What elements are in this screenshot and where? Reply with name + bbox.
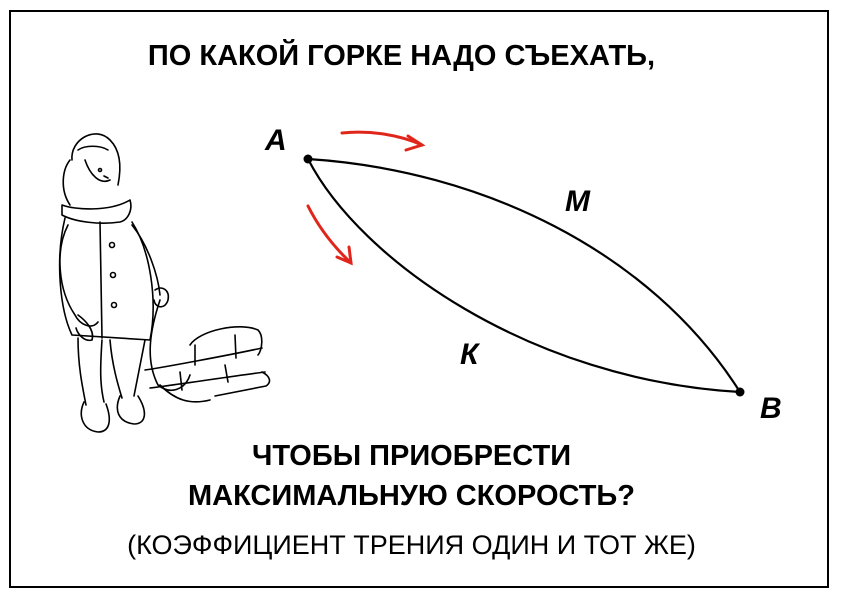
arrow-lower-icon (306, 204, 353, 266)
arrow-upper-icon (340, 130, 426, 152)
path-k-curve (307, 158, 741, 394)
question-line-1: ЧТОБЫ ПРИОБРЕСТИ (251, 440, 572, 472)
diagram-frame (9, 10, 829, 588)
path-m-label: М (565, 185, 590, 218)
path-m-curve (307, 157, 741, 393)
path-k-label: К (460, 338, 479, 371)
point-b-label: В (760, 392, 782, 425)
point-a-label: А (265, 124, 287, 157)
title: ПО КАКОЙ ГОРКЕ НАДО СЪЕХАТЬ, (147, 40, 656, 72)
point-a-dot (303, 154, 313, 164)
question-line-2: МАКСИМАЛЬНУЮ СКОРОСТЬ? (187, 480, 635, 512)
point-b-dot (735, 387, 745, 397)
child-with-sled-icon (58, 133, 271, 433)
friction-note: (КОЭФФИЦИЕНТ ТРЕНИЯ ОДИН И ТОТ ЖЕ) (127, 530, 696, 560)
